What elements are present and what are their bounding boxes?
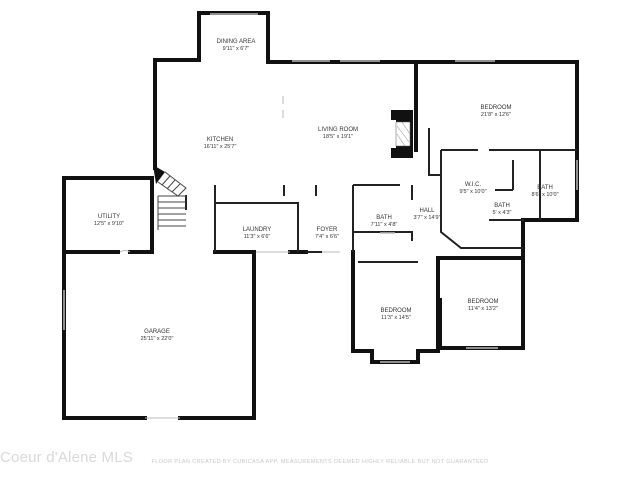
- room-labels: DINING AREA 9'11" x 6'7" KITCHEN 16'11" …: [94, 39, 559, 342]
- utility-dims: 12'5" x 9'10": [94, 221, 124, 227]
- bedroom-3-label: BEDROOM: [467, 299, 498, 305]
- master-bath-label: BATH: [537, 185, 553, 191]
- windows: [63, 13, 578, 363]
- kitchen-label: KITCHEN: [207, 137, 233, 143]
- living-room-label: LIVING ROOM: [318, 127, 358, 133]
- garage-dims: 25'11" x 22'0": [141, 336, 174, 342]
- hall-label: HALL: [419, 208, 435, 214]
- living-room-dims: 18'5" x 19'1": [323, 134, 353, 140]
- foyer-dims: 7'4" x 6'6": [315, 234, 339, 240]
- master-bath-dims: 8'6" x 10'0": [531, 192, 558, 198]
- master-bedroom-dims: 21'8" x 12'6": [481, 112, 511, 118]
- master-bedroom-label: BEDROOM: [480, 105, 511, 111]
- hall-bath-label: BATH: [376, 215, 392, 221]
- hall-dims: 3'7" x 14'9": [413, 215, 440, 221]
- bedroom-2-label: BEDROOM: [380, 308, 411, 314]
- bedroom-3-dims: 11'4" x 13'2": [468, 306, 498, 312]
- doors: [119, 96, 340, 419]
- stairs: [153, 165, 187, 230]
- garage-label: GARAGE: [144, 329, 170, 335]
- dining-area-label: DINING AREA: [217, 39, 256, 45]
- hall-bath-dims: 7'11" x 4'8": [371, 222, 398, 228]
- laundry-dims: 11'3" x 6'6": [244, 234, 271, 240]
- floor-plan-credit: FLOOR PLAN CREATED BY CUBICASA APP. MEAS…: [151, 459, 489, 465]
- foyer-label: FOYER: [317, 227, 338, 233]
- small-bath-dims: 5' x 4'3": [492, 210, 511, 216]
- small-bath-label: BATH: [494, 203, 510, 209]
- utility-label: UTILITY: [98, 214, 120, 220]
- fireplace: [391, 110, 413, 158]
- wic-dims: 9'5" x 10'0": [459, 189, 486, 195]
- laundry-label: LAUNDRY: [243, 227, 272, 233]
- mls-watermark: Coeur d'Alene MLS: [0, 449, 134, 466]
- dining-area-dims: 9'11" x 6'7": [223, 46, 250, 52]
- wic-label: W.I.C.: [465, 182, 482, 188]
- kitchen-dims: 16'11" x 25'7": [204, 144, 237, 150]
- interior-walls: [185, 128, 577, 263]
- bedroom-2-dims: 11'3" x 14'5": [381, 315, 411, 321]
